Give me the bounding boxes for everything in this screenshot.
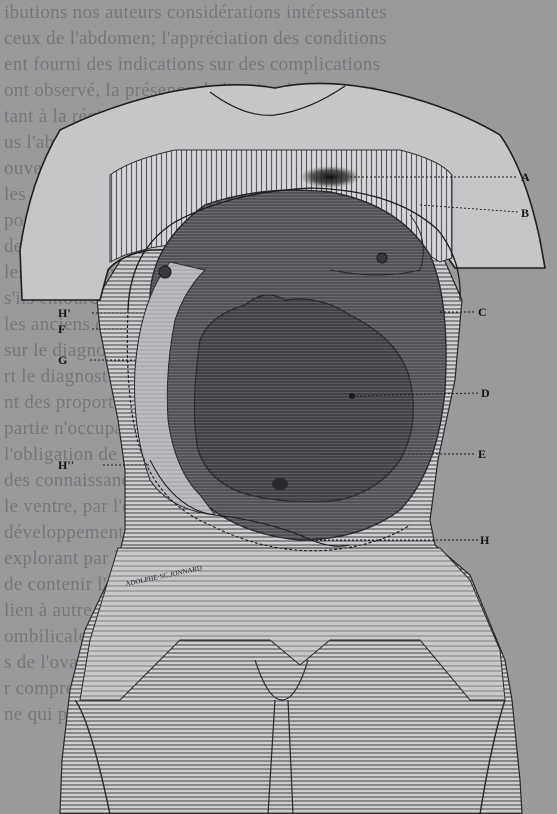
nipple-right [377, 253, 387, 263]
label-F: F [58, 322, 65, 336]
label-H: H [480, 533, 490, 547]
label-C: C [478, 305, 487, 319]
label-D: D [481, 386, 490, 400]
label-G: G [58, 353, 67, 367]
navel [272, 478, 288, 490]
nipple-left [159, 266, 171, 278]
label-B: B [521, 206, 529, 220]
label-E: E [478, 447, 486, 461]
label-H-prime: H' [58, 306, 71, 320]
label-H-double-prime: H'' [58, 458, 74, 472]
label-A: A [521, 170, 530, 184]
